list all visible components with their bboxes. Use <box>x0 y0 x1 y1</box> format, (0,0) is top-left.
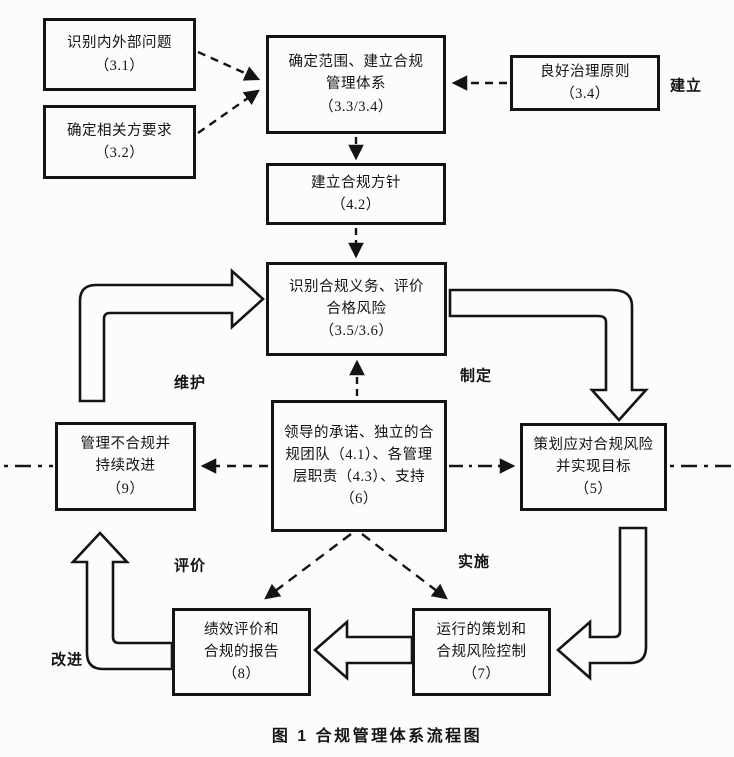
box-identify-issues: 识别内外部问题 （3.1） <box>43 18 196 91</box>
label-implement: 实施 <box>457 553 491 571</box>
block-arrow-operation-to-performance <box>313 619 414 681</box>
box-governance-principles: 良好治理原则 （3.4） <box>510 55 660 111</box>
box-manage-noncompliance-text: 管理不合规并 持续改进 （9） <box>80 436 171 497</box>
connector-requirements-to-scope <box>197 89 260 134</box>
box-scope-system-text: 确定范围、建立合规 管理体系 （3.3/3.4） <box>288 54 424 115</box>
connector-issues-to-scope <box>197 50 261 81</box>
box-operation-control: 运行的策划和 合规风险控制 （7） <box>412 608 551 696</box>
box-plan-risk-response: 策划应对合规风险 并实现目标 （5） <box>520 423 667 511</box>
box-plan-risk-response-text: 策划应对合规风险 并实现目标 （5） <box>533 436 654 498</box>
box-identify-obligations-text: 识别合规义务、评价 合格风险 （3.5/3.6） <box>289 278 424 340</box>
box-performance-report-text: 绩效评价和 合规的报告 （8） <box>204 621 279 683</box>
box-operation-control-text: 运行的策划和 合规风险控制 （7） <box>436 621 527 683</box>
connector-leadership-to-performance <box>264 533 352 600</box>
label-formulate: 制定 <box>459 367 493 385</box>
block-arrow-formulate <box>448 288 649 422</box>
block-arrow-maintain <box>78 268 265 403</box>
box-scope-system: 确定范围、建立合规 管理体系 （3.3/3.4） <box>266 35 446 134</box>
box-leadership-support-text: 领导的承诺、独立的合 规团队（4.1）、各管理 层职责（4.3）、支持 （6） <box>284 424 434 508</box>
label-improve: 改进 <box>50 651 84 669</box>
box-identify-obligations: 识别合规义务、评价 合格风险 （3.5/3.6） <box>266 262 447 356</box>
label-establish: 建立 <box>669 77 703 95</box>
box-governance-principles-text: 良好治理原则 （3.4） <box>540 63 630 102</box>
box-stakeholder-requirements-text: 确定相关方要求 （3.2） <box>67 122 172 161</box>
block-arrow-implement <box>556 526 648 681</box>
label-maintain: 维护 <box>173 374 207 392</box>
box-manage-noncompliance: 管理不合规并 持续改进 （9） <box>55 422 196 511</box>
label-evaluate: 评价 <box>173 557 207 575</box>
block-arrow-improve <box>70 531 174 671</box>
figure-caption: 图 1 合规管理体系流程图 <box>271 728 483 745</box>
box-compliance-policy-text: 建立合规方针 （4.2） <box>311 174 401 213</box>
box-identify-issues-text: 识别内外部问题 （3.1） <box>67 35 172 74</box>
connector-leadership-to-operation <box>361 533 448 600</box>
box-performance-report: 绩效评价和 合规的报告 （8） <box>172 608 311 696</box>
box-stakeholder-requirements: 确定相关方要求 （3.2） <box>43 105 196 179</box>
box-compliance-policy: 建立合规方针 （4.2） <box>266 163 446 225</box>
box-leadership-support: 领导的承诺、独立的合 规团队（4.1）、各管理 层职责（4.3）、支持 （6） <box>271 400 447 532</box>
